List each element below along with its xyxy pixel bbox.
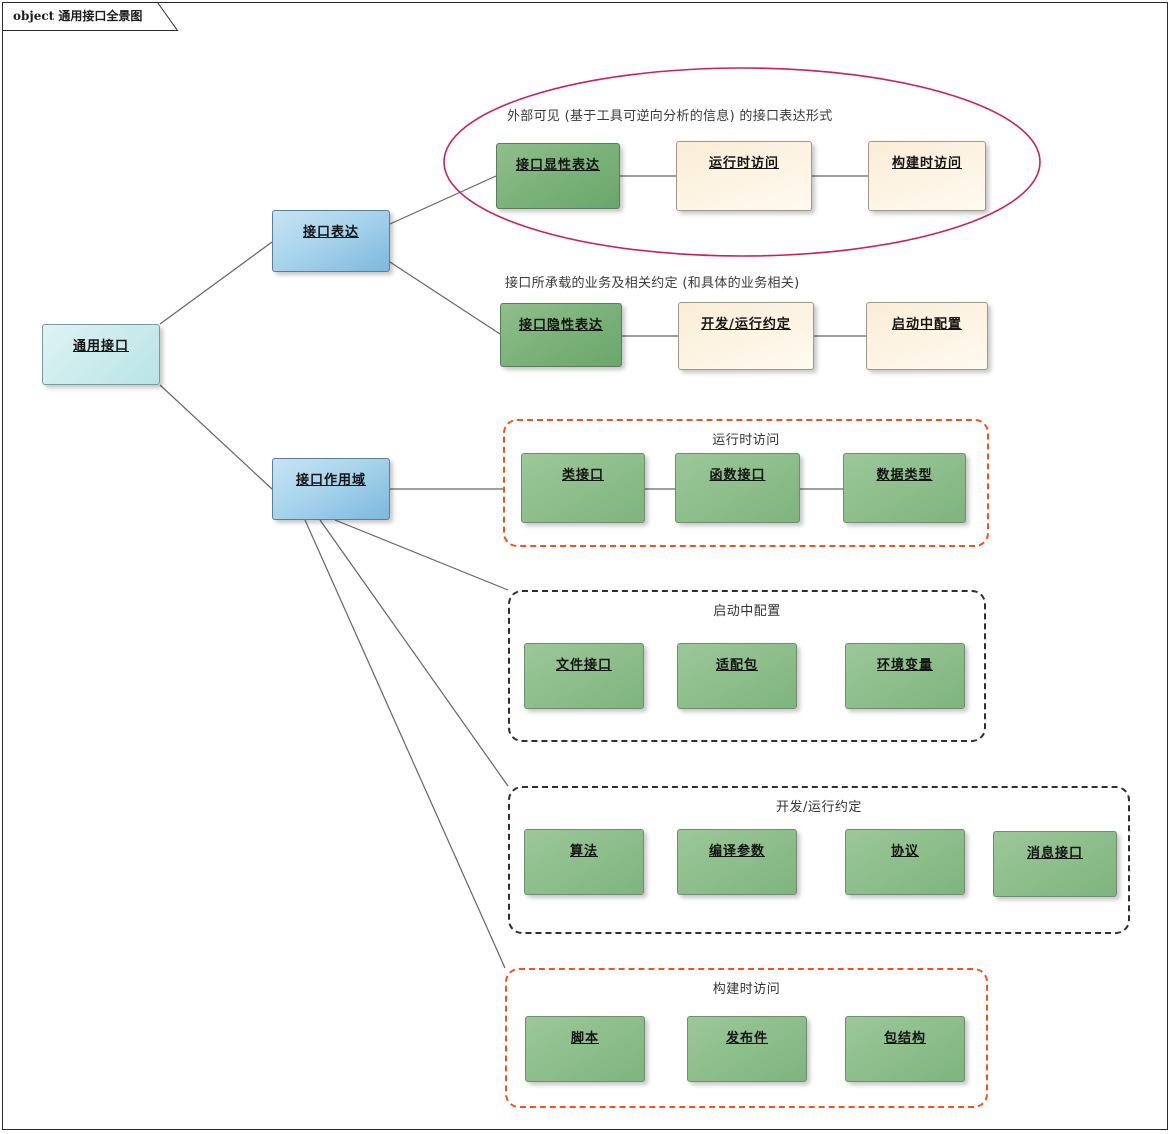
group-item-compile-parameters[interactable]: 编译参数 [677, 829, 797, 895]
node-interface-scope-label: 接口作用域 [295, 473, 366, 488]
group-item-class-interface[interactable]: 类接口 [521, 453, 645, 523]
group-startup-config: 启动中配置 [508, 590, 986, 742]
group-dev-run-contract-title: 开发/运行约定 [776, 800, 862, 815]
node-startup-config-label: 启动中配置 [891, 317, 962, 332]
node-interface-expression[interactable]: 接口表达 [272, 210, 390, 272]
group-runtime-access-title: 运行时访问 [712, 433, 780, 448]
group-item-compile-parameters-label: 编译参数 [708, 844, 765, 859]
diagram-stereotype: object [13, 9, 55, 23]
group-item-file-interface[interactable]: 文件接口 [524, 643, 644, 709]
group-item-script-label: 脚本 [570, 1031, 599, 1046]
group-item-data-type-label: 数据类型 [876, 468, 933, 483]
node-buildtime-access[interactable]: 构建时访问 [868, 141, 986, 211]
group-item-algorithm[interactable]: 算法 [524, 829, 644, 895]
group-dev-run-contract: 开发/运行约定 [508, 786, 1130, 934]
node-dev-run-contract[interactable]: 开发/运行约定 [678, 302, 814, 370]
group-item-protocol-label: 协议 [890, 844, 919, 859]
group-item-release-artifact[interactable]: 发布件 [687, 1016, 807, 1082]
node-startup-config[interactable]: 启动中配置 [866, 302, 988, 370]
node-root[interactable]: 通用接口 [42, 324, 160, 385]
group-item-package-structure[interactable]: 包结构 [845, 1016, 965, 1082]
group-item-algorithm-label: 算法 [569, 844, 598, 859]
node-dev-run-contract-label: 开发/运行约定 [701, 317, 791, 332]
group-item-release-artifact-label: 发布件 [725, 1031, 768, 1046]
node-root-label: 通用接口 [72, 339, 129, 354]
group-item-data-type[interactable]: 数据类型 [843, 453, 966, 523]
group-item-environment-variable-label: 环境变量 [876, 658, 933, 673]
group-item-adapter-package-label: 适配包 [715, 658, 758, 673]
group-runtime-access: 运行时访问 [503, 419, 989, 547]
caption-ellipse-note: 外部可见 (基于工具可逆向分析的信息) 的接口表达形式 [507, 109, 833, 124]
node-implicit-expression-label: 接口隐性表达 [518, 318, 603, 333]
group-item-script[interactable]: 脚本 [525, 1016, 645, 1082]
group-item-class-interface-label: 类接口 [561, 468, 604, 483]
node-interface-scope[interactable]: 接口作用域 [272, 458, 390, 520]
node-runtime-access[interactable]: 运行时访问 [676, 141, 812, 211]
group-item-adapter-package[interactable]: 适配包 [677, 643, 797, 709]
group-item-package-structure-label: 包结构 [883, 1031, 926, 1046]
group-buildtime-access-title: 构建时访问 [712, 982, 781, 997]
group-item-protocol[interactable]: 协议 [845, 829, 965, 895]
node-runtime-access-label: 运行时访问 [708, 156, 779, 171]
caption-implicit-note: 接口所承载的业务及相关约定 (和具体的业务相关) [505, 276, 800, 291]
diagram-title-tab: object 通用接口全景图 [2, 2, 179, 31]
group-item-function-interface[interactable]: 函数接口 [675, 453, 800, 523]
group-startup-config-title: 启动中配置 [713, 604, 781, 619]
node-interface-expression-label: 接口表达 [302, 225, 359, 240]
group-item-file-interface-label: 文件接口 [555, 658, 612, 673]
diagram-title-label: 通用接口全景图 [58, 9, 143, 23]
group-item-message-interface-label: 消息接口 [1026, 846, 1083, 861]
node-explicit-expression[interactable]: 接口显性表达 [496, 143, 620, 209]
group-item-message-interface[interactable]: 消息接口 [993, 831, 1117, 897]
group-item-function-interface-label: 函数接口 [709, 468, 766, 483]
group-item-environment-variable[interactable]: 环境变量 [845, 643, 965, 709]
group-buildtime-access: 构建时访问 [505, 968, 988, 1108]
node-buildtime-access-label: 构建时访问 [891, 156, 962, 171]
node-explicit-expression-label: 接口显性表达 [515, 158, 600, 173]
title-tab-shape [2, 2, 179, 31]
diagram-title: object 通用接口全景图 [13, 7, 142, 24]
node-implicit-expression[interactable]: 接口隐性表达 [500, 303, 622, 367]
